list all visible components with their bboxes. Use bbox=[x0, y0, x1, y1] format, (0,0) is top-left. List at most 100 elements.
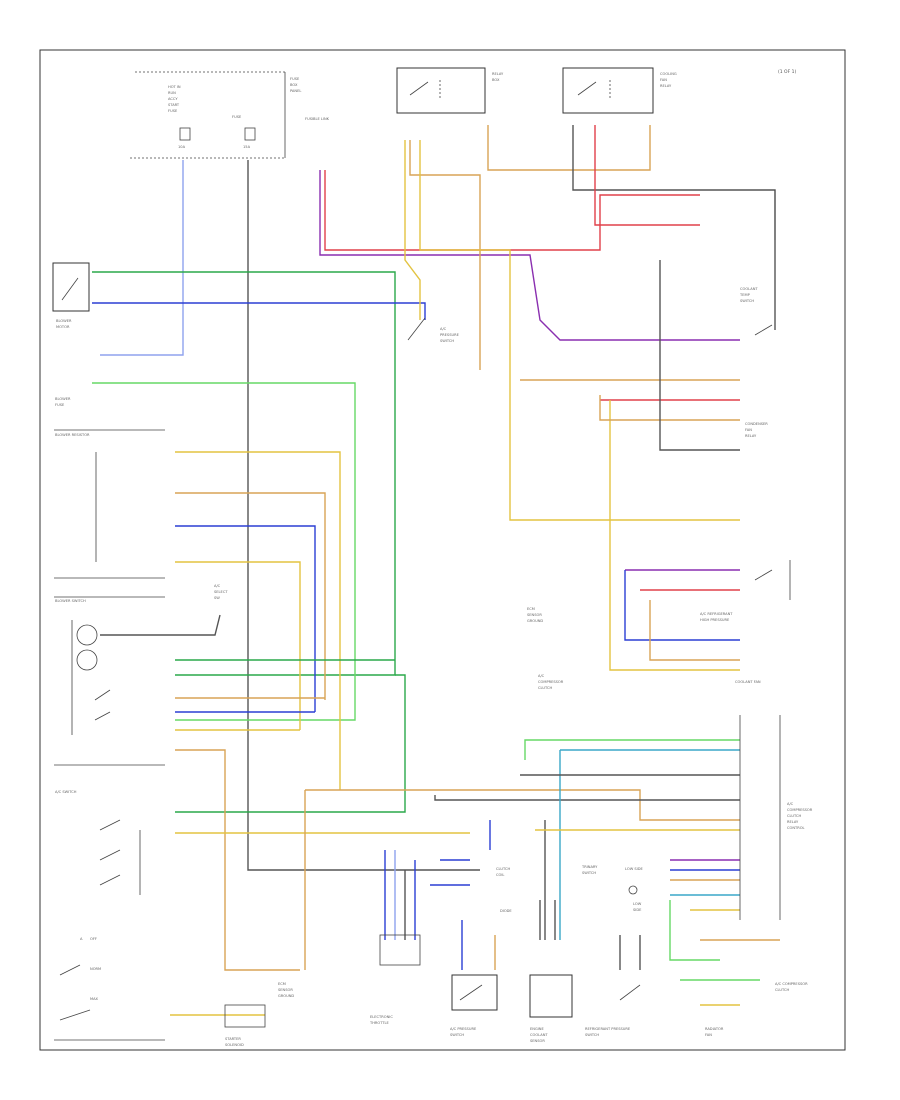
svg-text:MOTOR: MOTOR bbox=[56, 325, 70, 329]
svg-text:A: A bbox=[80, 937, 83, 941]
svg-text:A/C SWITCH: A/C SWITCH bbox=[55, 790, 77, 794]
svg-text:COOLANT: COOLANT bbox=[740, 287, 758, 291]
svg-text:BOX: BOX bbox=[290, 83, 298, 87]
cooling-fan-switch: COOLANT TEMP SWITCH CONDENSER FAN RELAY … bbox=[700, 190, 791, 684]
electronic-throttle: ELECTRONIC THROTTLE bbox=[369, 934, 421, 1025]
svg-text:SW: SW bbox=[214, 596, 220, 600]
diagram-frame bbox=[39, 49, 846, 1051]
svg-text:A/C: A/C bbox=[214, 584, 221, 588]
svg-text:SWITCH: SWITCH bbox=[740, 299, 754, 303]
svg-text:HOT IN: HOT IN bbox=[168, 85, 181, 89]
fusible-link-label: FUSIBLE LINK bbox=[305, 117, 330, 121]
svg-text:A/C REFRIGERANT: A/C REFRIGERANT bbox=[700, 612, 733, 616]
refrigerant-switch: REFRIGERANT PRESSURE SWITCH bbox=[585, 984, 641, 1037]
svg-text:FUSE: FUSE bbox=[290, 77, 300, 81]
blower-fuse: BLOWER FUSE bbox=[55, 397, 71, 407]
svg-text:FAN: FAN bbox=[705, 1033, 712, 1037]
svg-text:A/C PRESSURE: A/C PRESSURE bbox=[450, 1027, 477, 1031]
svg-text:START: START bbox=[168, 103, 180, 107]
svg-text:SENSOR: SENSOR bbox=[530, 1039, 545, 1043]
svg-text:A/C COMPRESSOR: A/C COMPRESSOR bbox=[775, 982, 808, 986]
ac-pressure-switch: A/C PRESSURE SWITCH bbox=[450, 974, 498, 1037]
svg-text:GROUND: GROUND bbox=[527, 619, 543, 623]
blower-motor: BLOWER MOTOR bbox=[52, 262, 90, 329]
svg-text:OFF: OFF bbox=[90, 937, 97, 941]
svg-text:SWITCH: SWITCH bbox=[582, 871, 596, 875]
svg-text:DIODE: DIODE bbox=[500, 909, 512, 913]
svg-text:BLOWER SWITCH: BLOWER SWITCH bbox=[55, 599, 86, 603]
svg-text:CLUTCH: CLUTCH bbox=[787, 814, 801, 818]
svg-text:FAN: FAN bbox=[660, 78, 667, 82]
svg-text:A/C: A/C bbox=[538, 674, 545, 678]
svg-text:SIDE: SIDE bbox=[633, 908, 642, 912]
radiator-fan: RADIATOR FAN A/C COMPRESSOR CLUTCH bbox=[705, 982, 808, 1037]
svg-text:COMPRESSOR: COMPRESSOR bbox=[787, 808, 813, 812]
svg-text:STARTER: STARTER bbox=[225, 1037, 241, 1041]
svg-text:LOW: LOW bbox=[633, 902, 642, 906]
svg-text:CLUTCH: CLUTCH bbox=[775, 988, 789, 992]
svg-text:COOLING: COOLING bbox=[660, 72, 677, 76]
svg-text:ACCY: ACCY bbox=[168, 97, 178, 101]
blower-switch: BLOWER SWITCH A/C SELECT SW bbox=[54, 584, 228, 766]
svg-text:CLUTCH: CLUTCH bbox=[538, 686, 552, 690]
fuse-block: HOT IN RUN ACCY START FUSE FUSE FUSE BOX… bbox=[130, 71, 301, 159]
blower-resistor: BLOWER RESISTOR bbox=[54, 429, 165, 579]
svg-text:FUSE: FUSE bbox=[55, 403, 65, 407]
svg-text:RELAY: RELAY bbox=[660, 84, 672, 88]
svg-text:SWITCH: SWITCH bbox=[450, 1033, 464, 1037]
svg-text:SOLENOID: SOLENOID bbox=[225, 1043, 244, 1047]
corner-tag: (1 OF 1) bbox=[778, 69, 796, 75]
svg-text:CONDENSER: CONDENSER bbox=[745, 422, 768, 426]
svg-text:FUSE: FUSE bbox=[168, 109, 178, 113]
lower-mid-labels: CLUTCH COIL DIODE TRINARY SWITCH LOW SID… bbox=[496, 865, 644, 913]
svg-text:LOW SIDE: LOW SIDE bbox=[625, 867, 644, 871]
svg-text:THROTTLE: THROTTLE bbox=[369, 1021, 390, 1025]
svg-text:RADIATOR: RADIATOR bbox=[705, 1027, 724, 1031]
svg-text:COIL: COIL bbox=[496, 873, 504, 877]
svg-text:NORM: NORM bbox=[90, 967, 101, 971]
svg-text:15A: 15A bbox=[243, 145, 251, 149]
svg-text:ELECTRONIC: ELECTRONIC bbox=[370, 1015, 393, 1019]
svg-text:10A: 10A bbox=[178, 145, 186, 149]
svg-text:GROUND: GROUND bbox=[278, 994, 294, 998]
svg-text:RELAY: RELAY bbox=[787, 820, 799, 824]
svg-text:BOX: BOX bbox=[492, 78, 500, 82]
svg-text:ENGINE: ENGINE bbox=[530, 1027, 544, 1031]
svg-text:SENSOR: SENSOR bbox=[278, 988, 293, 992]
engine-coolant-sensor: ENGINE COOLANT SENSOR bbox=[529, 974, 573, 1043]
svg-text:HIGH PRESSURE: HIGH PRESSURE bbox=[700, 618, 730, 622]
svg-text:REFRIGERANT PRESSURE: REFRIGERANT PRESSURE bbox=[585, 1027, 631, 1031]
wire-traces bbox=[92, 125, 780, 1016]
svg-text:SENSOR: SENSOR bbox=[527, 613, 542, 617]
ac-relay: RELAY BOX bbox=[396, 67, 504, 114]
svg-text:MAX: MAX bbox=[90, 997, 99, 1001]
svg-text:SWITCH: SWITCH bbox=[440, 339, 454, 343]
svg-text:SWITCH: SWITCH bbox=[585, 1033, 599, 1037]
svg-text:RELAY: RELAY bbox=[492, 72, 504, 76]
svg-text:TEMP: TEMP bbox=[739, 293, 751, 297]
svg-text:RUN: RUN bbox=[168, 91, 176, 95]
svg-text:PRESSURE: PRESSURE bbox=[440, 333, 460, 337]
pressure-switch-top: A/C PRESSURE SWITCH bbox=[407, 317, 460, 343]
ecm-block: ECM SENSOR GROUND STARTER SOLENOID bbox=[224, 982, 294, 1047]
fan-relay: COOLING FAN RELAY bbox=[562, 67, 677, 114]
svg-text:COOLANT: COOLANT bbox=[530, 1033, 548, 1037]
ac-compressor-label-group: A/C COMPRESSOR CLUTCH ECM SENSOR GROUND bbox=[527, 607, 564, 690]
svg-text:SELECT: SELECT bbox=[214, 590, 228, 594]
svg-text:PANEL: PANEL bbox=[290, 89, 301, 93]
control-module: A/C COMPRESSOR CLUTCH RELAY CONTROL bbox=[739, 715, 813, 920]
svg-text:COOLANT FAN: COOLANT FAN bbox=[735, 680, 761, 684]
svg-text:A/C: A/C bbox=[440, 327, 447, 331]
svg-text:FAN: FAN bbox=[745, 428, 752, 432]
svg-text:TRINARY: TRINARY bbox=[581, 865, 598, 869]
ac-switch: A/C SWITCH A OFF NORM MAX bbox=[54, 790, 165, 1041]
svg-text:A/C: A/C bbox=[787, 802, 794, 806]
svg-text:RELAY: RELAY bbox=[745, 434, 757, 438]
svg-text:BLOWER: BLOWER bbox=[55, 397, 71, 401]
svg-text:COMPRESSOR: COMPRESSOR bbox=[538, 680, 564, 684]
svg-text:BLOWER RESISTOR: BLOWER RESISTOR bbox=[55, 433, 90, 437]
svg-text:ECM: ECM bbox=[527, 607, 535, 611]
svg-text:ECM: ECM bbox=[278, 982, 286, 986]
svg-text:CONTROL: CONTROL bbox=[787, 826, 805, 830]
